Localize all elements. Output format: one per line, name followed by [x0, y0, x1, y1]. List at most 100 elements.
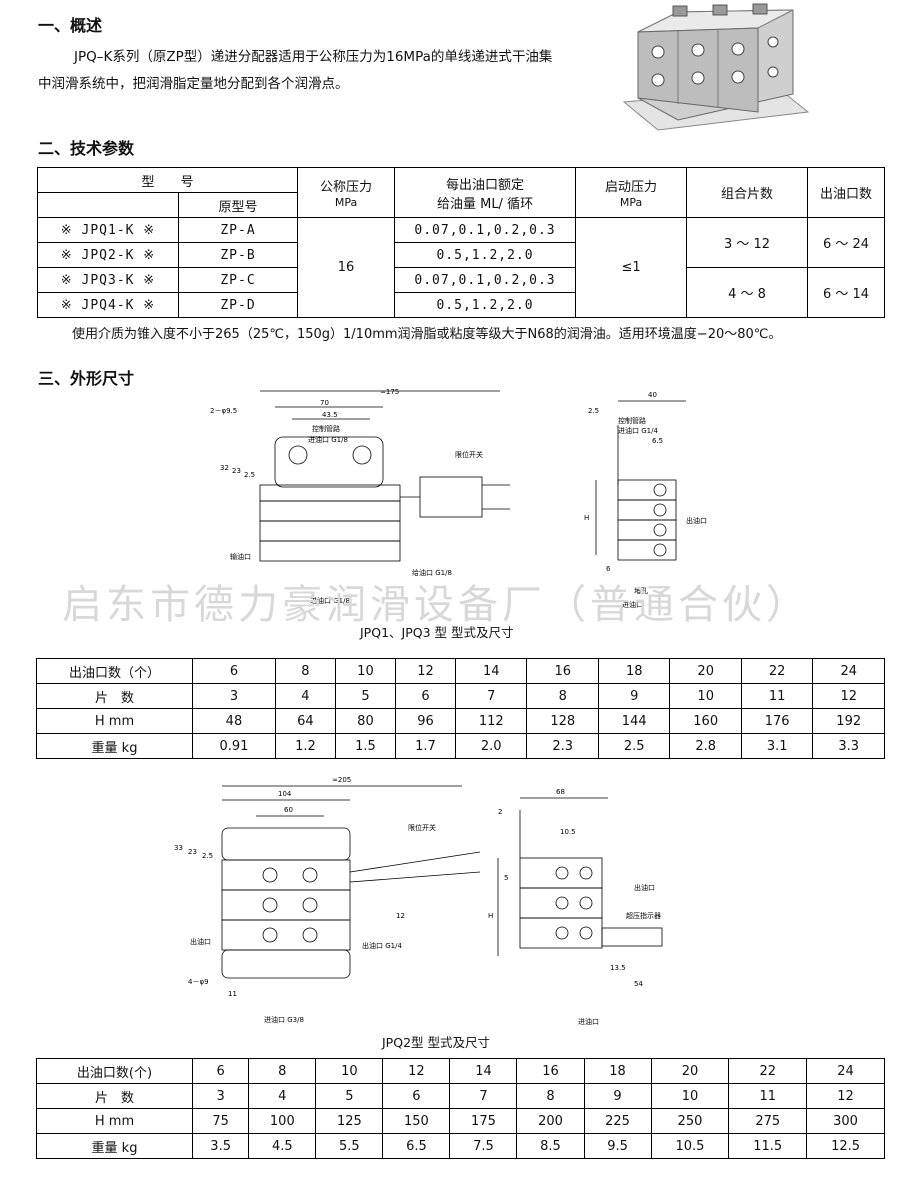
row-label: 出油口数(个) [36, 1058, 193, 1084]
cell-model: ※ JPQ3-K ※ [37, 267, 179, 293]
table-row: ※ JPQ4-K ※ ZP-D 0.5,1.2,2.0 [37, 292, 885, 318]
table-cell: 3.5 [191, 1133, 250, 1159]
svg-text:出油口: 出油口 [686, 516, 707, 525]
cell-outlets: 6 ～ 24 [807, 217, 885, 268]
svg-text:2.5: 2.5 [244, 471, 255, 479]
table-cell: 192 [812, 708, 885, 734]
table-cell: 176 [740, 708, 814, 734]
header-oil: 每出油口额定给油量 ML/ 循环 [394, 167, 577, 218]
cell-orig: ZP-A [177, 217, 299, 243]
row-label: 片 数 [36, 1083, 193, 1109]
svg-text:进油口 G1/8: 进油口 G1/8 [310, 596, 350, 605]
table-cell: 2.3 [526, 733, 599, 759]
table-cell: 14 [449, 1058, 518, 1084]
svg-text:2.5: 2.5 [588, 407, 599, 415]
cell-oil: 0.07,0.1,0.2,0.3 [394, 267, 577, 293]
table-cell: 300 [806, 1108, 885, 1134]
cell-oil: 0.07,0.1,0.2,0.3 [394, 217, 577, 243]
svg-text:54: 54 [634, 980, 643, 988]
svg-text:≈205: ≈205 [332, 776, 351, 784]
svg-text:堵孔: 堵孔 [634, 586, 648, 595]
table-cell: 16 [516, 1058, 585, 1084]
table-cell: 250 [650, 1108, 730, 1134]
table-cell: 7 [454, 683, 528, 709]
table-cell: 18 [583, 1058, 652, 1084]
table-cell: 9 [583, 1083, 652, 1109]
svg-text:进油口: 进油口 [622, 600, 643, 609]
svg-text:进油口 G3/8: 进油口 G3/8 [264, 1015, 304, 1024]
table-cell: 24 [806, 1058, 885, 1084]
table-cell: 150 [382, 1108, 451, 1134]
table-cell: 128 [526, 708, 599, 734]
header-model: 型 号 [36, 167, 299, 193]
section-3-title: 三、外形尺寸 [38, 369, 135, 388]
table-cell: 10 [650, 1083, 730, 1109]
svg-text:2－φ9.5: 2－φ9.5 [210, 407, 237, 415]
table-cell: 5 [334, 683, 396, 709]
table-cell: 6 [382, 1083, 451, 1109]
header-outlets: 出油口数 [807, 167, 885, 218]
table-cell: 6.5 [382, 1133, 451, 1159]
svg-text:出油口: 出油口 [634, 883, 655, 892]
table-cell: 225 [583, 1108, 652, 1134]
table-row: ※ JPQ2-K ※ ZP-B 0.5,1.2,2.0 [37, 242, 885, 268]
table-cell: 14 [454, 658, 528, 684]
table-cell: 16 [526, 658, 599, 684]
cell-start: ≤1 [575, 217, 688, 318]
table-cell: 22 [740, 658, 814, 684]
svg-text:43.5: 43.5 [322, 411, 338, 419]
svg-text:进油口: 进油口 [578, 1017, 599, 1026]
table-cell: 4.5 [248, 1133, 317, 1159]
table-cell: 24 [812, 658, 885, 684]
intro-text: JPQ–K系列（原ZP型）递进分配器适用于公称压力为16MPa的单线递进式干油集… [38, 49, 553, 92]
cell-model: ※ JPQ4-K ※ [37, 292, 179, 318]
drawing-2-caption: JPQ2型 型式及尺寸 [382, 1035, 490, 1050]
header-blank [37, 192, 179, 218]
drawing-1-caption: JPQ1、JPQ3 型 型式及尺寸 [360, 625, 514, 640]
svg-text:进油口 G1/4: 进油口 G1/4 [618, 426, 658, 435]
section-1-title: 一、概述 [38, 16, 103, 35]
table-cell: 12 [812, 683, 885, 709]
table-cell: 12 [394, 658, 457, 684]
table-cell: 18 [597, 658, 671, 684]
svg-text:给油口 G1/8: 给油口 G1/8 [412, 568, 452, 577]
table-cell: 96 [394, 708, 457, 734]
table-cell: 12 [382, 1058, 451, 1084]
table-cell: 175 [449, 1108, 518, 1134]
table-cell: 48 [192, 708, 276, 734]
header-orig: 原型号 [177, 192, 299, 218]
table-cell: 8 [526, 683, 599, 709]
table-cell: 5 [315, 1083, 384, 1109]
svg-text:≈175: ≈175 [380, 388, 399, 396]
table-cell: 10 [315, 1058, 384, 1084]
svg-text:超压指示器: 超压指示器 [626, 911, 661, 920]
svg-text:限位开关: 限位开关 [455, 450, 483, 459]
svg-text:2: 2 [498, 808, 502, 816]
svg-text:6.5: 6.5 [652, 437, 663, 445]
svg-text:出油口 G1/4: 出油口 G1/4 [362, 941, 402, 950]
table-cell: 10 [334, 658, 396, 684]
row-label: 重量 kg [36, 733, 193, 759]
cell-model: ※ JPQ2-K ※ [37, 242, 179, 268]
table-row: ※ JPQ3-K ※ ZP-C 0.07,0.1,0.2,0.3 4 ～ 8 6… [37, 267, 885, 318]
table-cell: 64 [274, 708, 336, 734]
table-cell: 22 [728, 1058, 808, 1084]
table-cell: 1.5 [334, 733, 396, 759]
table-cell: 7 [449, 1083, 518, 1109]
svg-text:出油口: 出油口 [190, 937, 211, 946]
svg-text:输油口: 输油口 [230, 552, 251, 561]
svg-text:68: 68 [556, 788, 565, 796]
jpq1-front-drawing: ≈175 70 43.5 2－φ9.5 控制管路 进油口 G1/8 限位开关 3… [210, 388, 510, 605]
table-cell: 3 [191, 1083, 250, 1109]
table-cell: 3.1 [740, 733, 814, 759]
svg-text:限位开关: 限位开关 [408, 823, 436, 832]
svg-text:11: 11 [228, 990, 237, 998]
row-label: 片 数 [36, 683, 193, 709]
cell-pieces: 4 ～ 8 [686, 267, 809, 318]
